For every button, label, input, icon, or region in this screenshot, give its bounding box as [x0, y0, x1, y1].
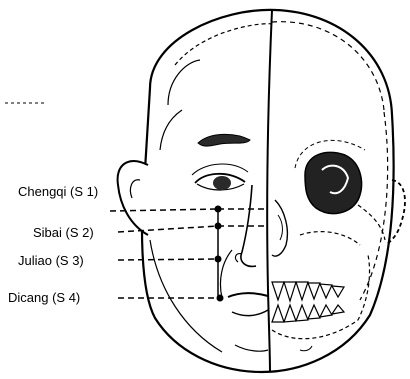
- label-chengqi: Chengqi (S 1): [18, 185, 98, 198]
- left-ear: [118, 161, 148, 235]
- iris: [213, 176, 231, 190]
- point-juliao: [215, 256, 222, 263]
- label-dicang: Dicang (S 4): [8, 291, 80, 304]
- label-sibai: Sibai (S 2): [33, 226, 94, 239]
- point-sibai: [215, 223, 222, 230]
- point-chengqi: [215, 206, 222, 213]
- point-dicang: [217, 295, 224, 302]
- orbit: [305, 152, 362, 213]
- label-juliao: Juliao (S 3): [18, 254, 84, 267]
